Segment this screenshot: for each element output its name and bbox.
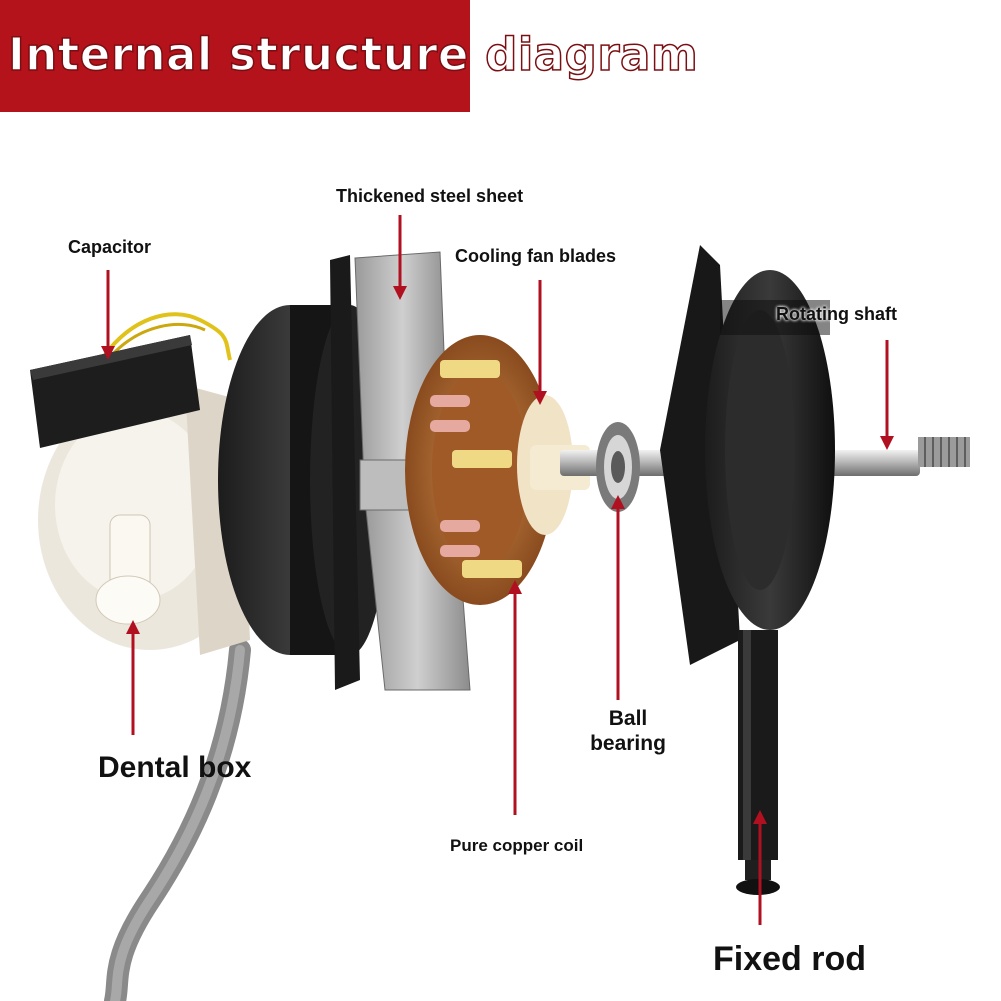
label-pure-copper-coil: Pure copper coil [450, 836, 584, 855]
label-dental-box: Dental box [98, 751, 252, 784]
label-capacitor: Capacitor [68, 237, 152, 257]
leader-arrows [101, 215, 894, 925]
label-fixed-rod: Fixed rod [713, 940, 867, 978]
page-title: Internal structure diagram [7, 27, 699, 82]
power-cable [104, 639, 251, 1001]
label-ball-bearing-line2: bearing [590, 732, 666, 755]
capacitor-part [30, 312, 232, 448]
fixed-rod-part [736, 630, 780, 895]
copper-coil-part [405, 335, 555, 605]
back-plate [330, 255, 360, 690]
label-thickened-steel-sheet: Thickened steel sheet [336, 186, 524, 206]
title-banner [0, 0, 470, 112]
label-cooling-fan-blades: Cooling fan blades [455, 246, 617, 266]
label-ball-bearing-line1: Ball [608, 707, 648, 730]
ball-bearing-part [596, 422, 640, 512]
label-ball-bearing: Ball bearing [578, 706, 678, 756]
motor-cover-right [660, 245, 835, 665]
label-rotating-shaft: Rotating shaft [776, 304, 897, 324]
